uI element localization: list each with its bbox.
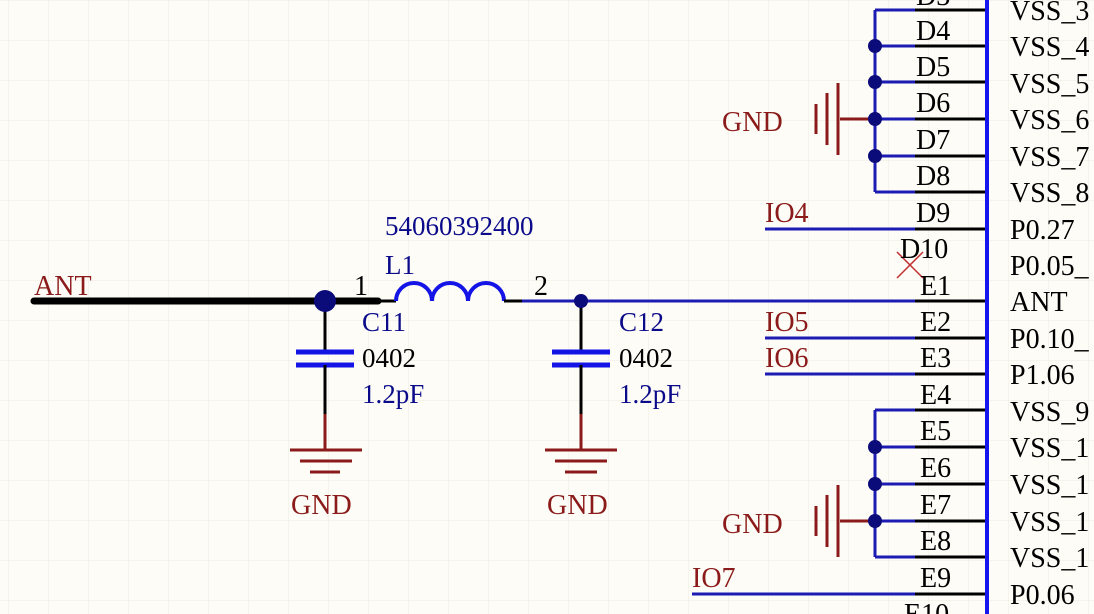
- c11-package: 0402: [362, 343, 416, 373]
- pin-number-e3: E3: [920, 343, 951, 374]
- net-label-io5[interactable]: IO5: [765, 307, 809, 338]
- pin-name-d8: VSS_8: [1010, 178, 1089, 209]
- pin-number-e7: E7: [920, 490, 951, 521]
- pin-name-e6: VSS_1: [1010, 470, 1089, 501]
- pin-number-d9: D9: [916, 198, 950, 229]
- pin-name-d5: VSS_5: [1010, 69, 1089, 100]
- junction-e5: [868, 440, 882, 454]
- module-pin-stubs: [915, 8, 987, 596]
- pin-number-e9: E9: [920, 563, 951, 594]
- net-label-io4[interactable]: IO4: [765, 198, 809, 229]
- pin-number-e2: E2: [920, 307, 951, 338]
- gnd-label-bottom: GND: [722, 509, 783, 540]
- net-label-io7[interactable]: IO7: [692, 563, 736, 594]
- pin-number-e5: E5: [920, 416, 951, 447]
- pin-number-d3: D3: [916, 0, 950, 12]
- l1-pin2-number: 2: [534, 271, 548, 302]
- pin-name-e7: VSS_1: [1010, 507, 1089, 538]
- ant-net-label[interactable]: ANT: [34, 271, 92, 302]
- pin-name-e1: ANT: [1010, 287, 1068, 318]
- junction-c12: [574, 294, 588, 308]
- pin-number-d6: D6: [916, 88, 950, 119]
- l1-pin1-number: 1: [354, 271, 368, 302]
- pin-number-e6: E6: [920, 453, 951, 484]
- c12-package: 0402: [619, 343, 673, 373]
- l1-value: 54060392400: [385, 211, 534, 241]
- capacitor-c11[interactable]: [296, 301, 354, 450]
- pin-name-e8: VSS_1: [1010, 543, 1089, 574]
- gnd-label-c12: GND: [547, 490, 608, 521]
- c12-designator: C12: [619, 307, 664, 337]
- pin-number-d10: D10: [900, 234, 948, 265]
- no-connect-d10[interactable]: [896, 251, 924, 279]
- gnd-symbol-c12[interactable]: [545, 448, 617, 474]
- pin-name-e9: P0.06: [1010, 580, 1075, 611]
- pin-name-e2: P0.10_: [1010, 324, 1090, 355]
- gnd-label-top: GND: [722, 107, 783, 138]
- net-label-io6[interactable]: IO6: [765, 343, 809, 374]
- pin-number-e10: E10: [904, 599, 949, 614]
- inductor-l1[interactable]: [378, 281, 522, 303]
- gnd-label-c11: GND: [291, 490, 352, 521]
- junction-d7: [868, 149, 882, 163]
- junction-d6: [868, 112, 882, 126]
- pin-name-e5: VSS_1: [1010, 433, 1089, 464]
- pin-number-d7: D7: [916, 125, 950, 156]
- pin-name-d3: VSS_3: [1010, 0, 1089, 27]
- gnd-symbol-top[interactable]: [814, 83, 840, 155]
- junction-d5: [868, 75, 882, 89]
- gnd-symbol-bottom[interactable]: [814, 485, 840, 557]
- junction-e6: [868, 477, 882, 491]
- junction-d4: [868, 39, 882, 53]
- pin-number-e8: E8: [920, 526, 951, 557]
- c11-designator: C11: [362, 307, 406, 337]
- pin-number-d4: D4: [916, 16, 950, 47]
- pin-name-d6: VSS_6: [1010, 105, 1089, 136]
- c11-value: 1.2pF: [362, 379, 424, 409]
- l1-designator: L1: [385, 250, 415, 280]
- c12-value: 1.2pF: [619, 379, 681, 409]
- pin-number-d5: D5: [916, 52, 950, 83]
- pin-name-e4: VSS_9: [1010, 397, 1089, 428]
- pin-name-d7: VSS_7: [1010, 142, 1089, 173]
- pin-number-e4: E4: [920, 380, 951, 411]
- pin-number-e1: E1: [920, 271, 951, 302]
- pin-name-d9: P0.27: [1010, 215, 1075, 246]
- pin-name-d10: P0.05_: [1010, 251, 1090, 282]
- gnd-symbol-c11[interactable]: [290, 448, 362, 474]
- pin-number-d8: D8: [916, 161, 950, 192]
- junction-e7: [868, 514, 882, 528]
- pin-name-d4: VSS_4: [1010, 32, 1089, 63]
- pin-name-e3: P1.06: [1010, 360, 1075, 391]
- capacitor-c12[interactable]: [552, 301, 610, 450]
- junction-c11: [314, 290, 336, 312]
